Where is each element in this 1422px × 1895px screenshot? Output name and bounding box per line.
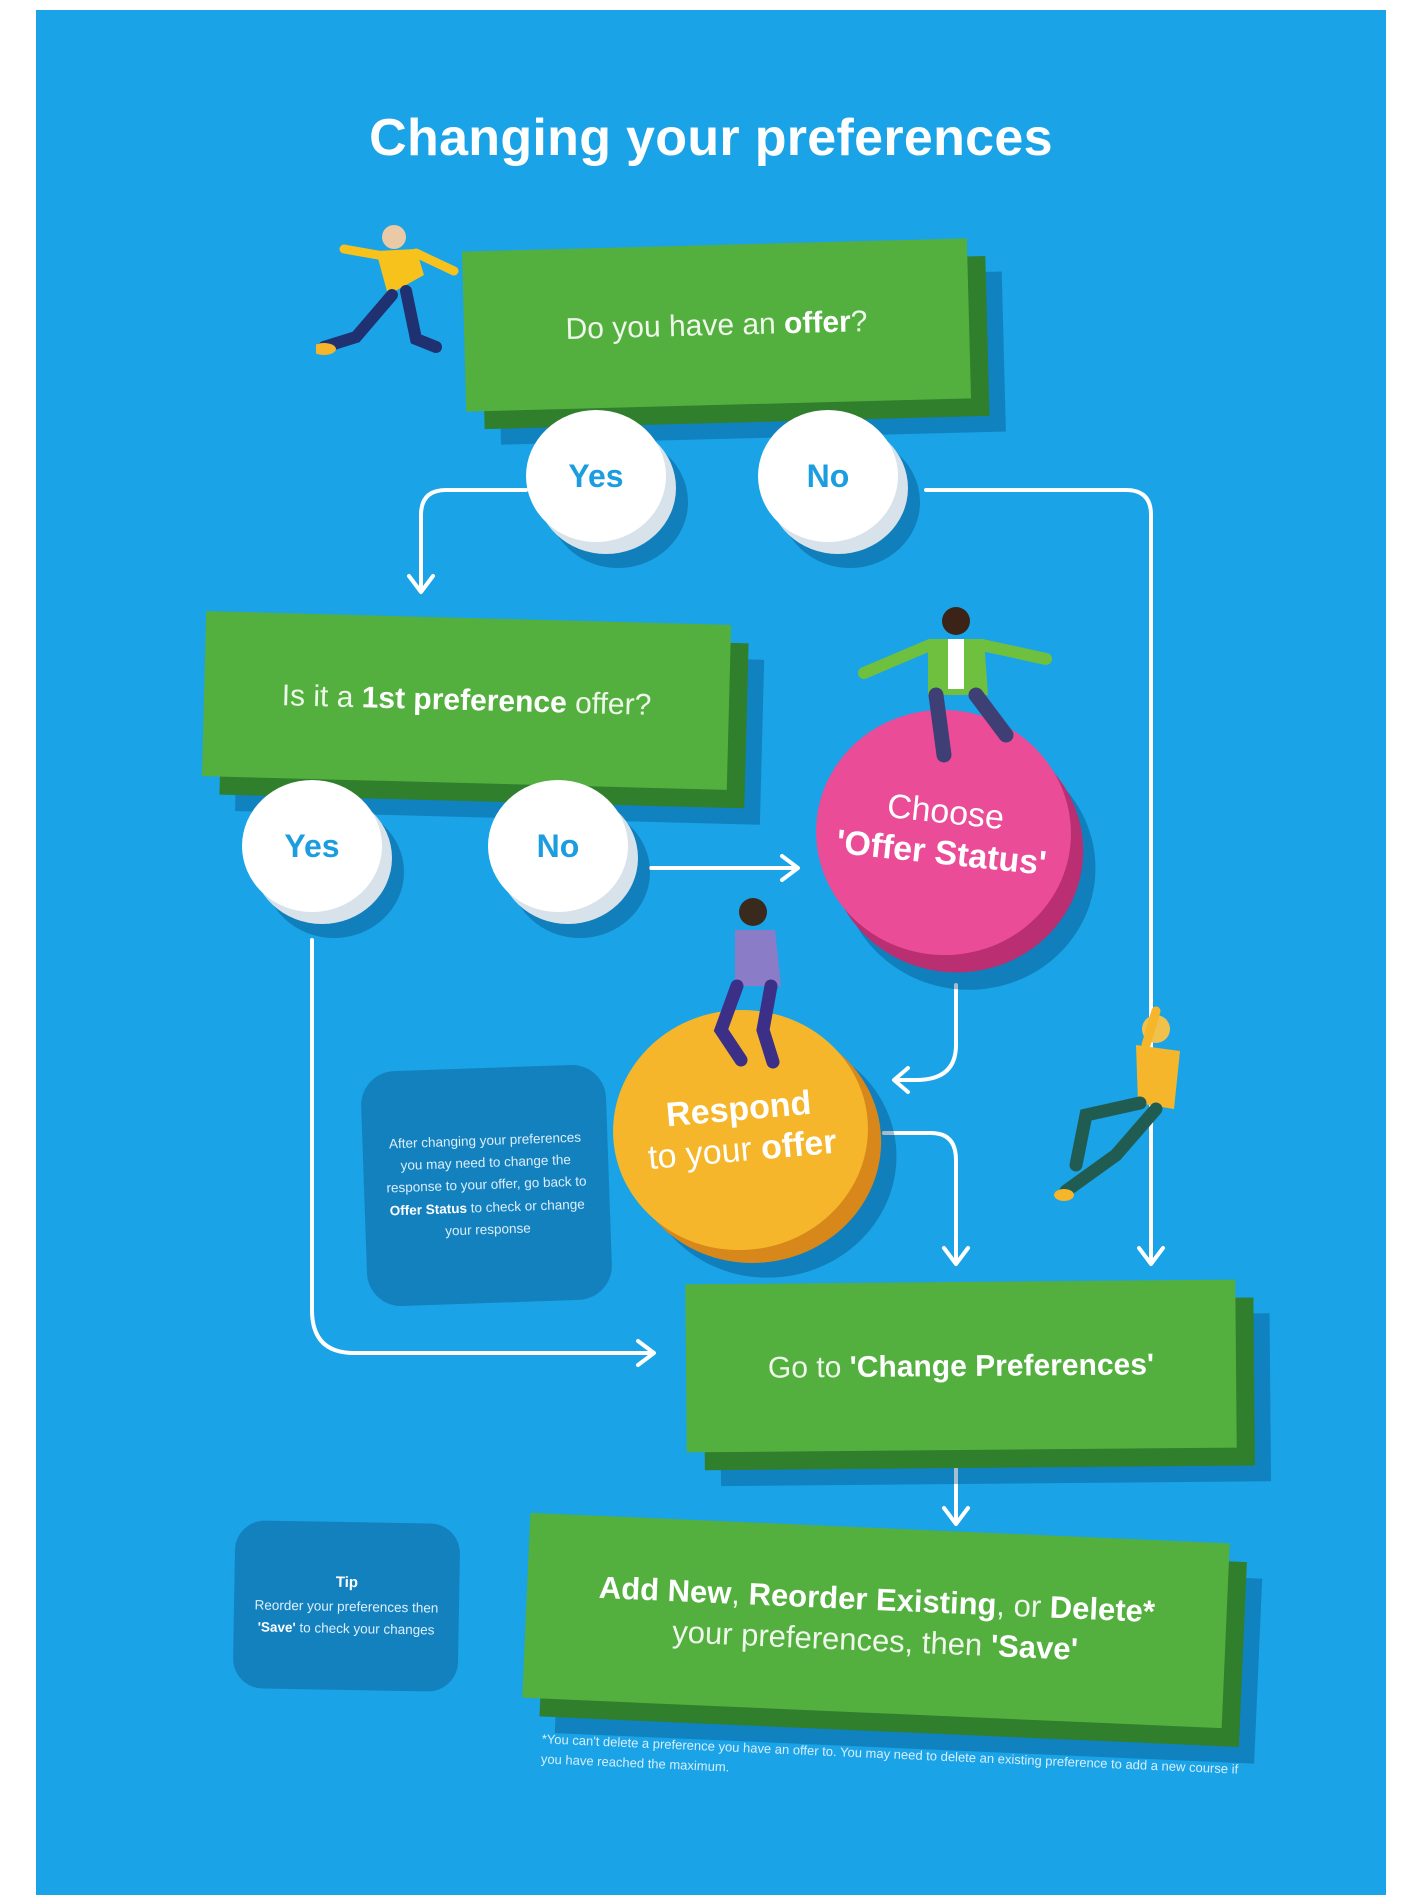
q1-no-label: No bbox=[806, 457, 850, 494]
poster: Changing your preferences bbox=[36, 10, 1386, 1895]
question-first-preference-text: Is it a 1st preference offer? bbox=[281, 679, 652, 722]
q2-yes-disc: Yes bbox=[242, 780, 382, 912]
question-offer-block: Do you have an offer? bbox=[461, 238, 972, 412]
q2-no-disc: No bbox=[488, 780, 628, 912]
goto-change-preferences-block: Go to 'Change Preferences' bbox=[685, 1279, 1237, 1453]
page-title: Changing your preferences bbox=[369, 109, 1053, 167]
tip-box: Tip Reorder your preferences then 'Save'… bbox=[232, 1520, 461, 1692]
sitting-person-purple-illustration bbox=[713, 898, 781, 1069]
tip-text: Tip Reorder your preferences then 'Save'… bbox=[254, 1574, 439, 1638]
q1-yes-disc: Yes bbox=[526, 410, 666, 542]
goto-change-preferences-text: Go to 'Change Preferences' bbox=[767, 1347, 1155, 1385]
q2-no-label: No bbox=[536, 827, 580, 864]
final-action-block: Add New, Reorder Existing, or Delete* yo… bbox=[522, 1512, 1230, 1729]
arrow-q2-yes bbox=[310, 938, 654, 1355]
connector-arrows bbox=[310, 488, 1165, 1526]
running-person-illustration bbox=[316, 225, 459, 355]
arrow-choose-respond bbox=[894, 983, 958, 1082]
note-after-changing: After changing your preferences you may … bbox=[359, 1063, 614, 1308]
arrow-q1-yes bbox=[419, 488, 528, 592]
climbing-person-illustration bbox=[1054, 1006, 1180, 1201]
q1-yes-label: Yes bbox=[568, 457, 624, 494]
final-action-text: Add New, Reorder Existing, or Delete* yo… bbox=[598, 1570, 1156, 1667]
question-offer-text: Do you have an offer? bbox=[565, 304, 868, 346]
note-after-changing-text: After changing your preferences you may … bbox=[386, 1129, 587, 1239]
arrow-respond-goto bbox=[882, 1131, 958, 1264]
sitting-person-green-illustration bbox=[858, 607, 1052, 763]
q2-yes-label: Yes bbox=[284, 827, 340, 864]
question-first-preference-block: Is it a 1st preference offer? bbox=[201, 611, 732, 790]
arrow-q1-no bbox=[924, 488, 1153, 1264]
q1-no-disc: No bbox=[758, 410, 898, 542]
